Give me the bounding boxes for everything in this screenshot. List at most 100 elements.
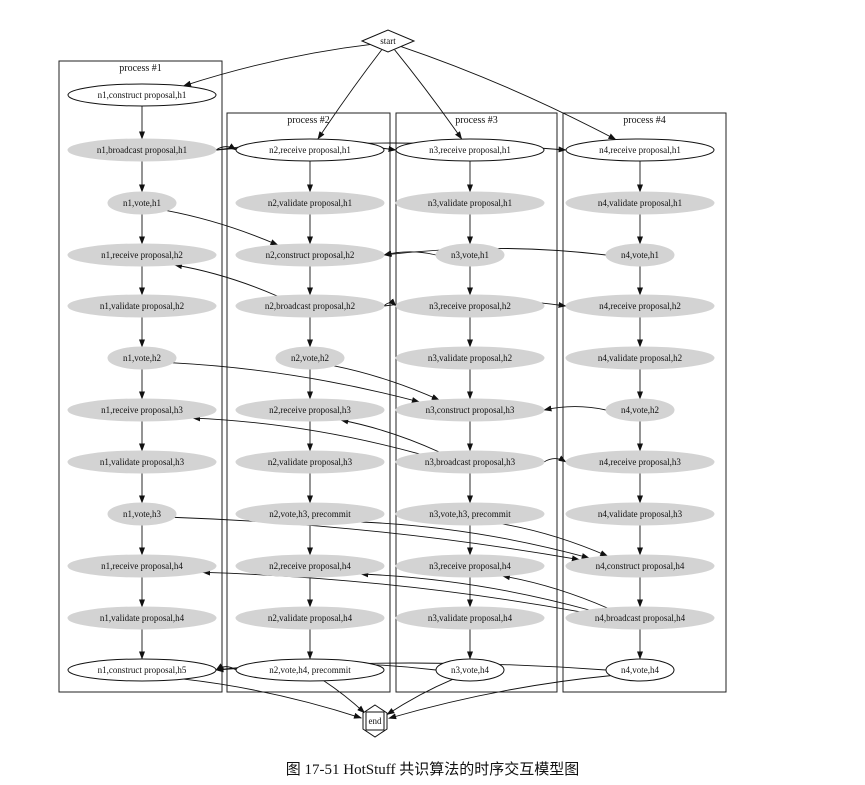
edge-n4b4-to-n2r4 <box>360 571 590 611</box>
node-n2c2: n2,construct proposal,h2 <box>235 243 385 267</box>
node-label: n3,vote,h3, precommit <box>429 509 511 519</box>
edge-n4b4-to-n3r4 <box>501 574 608 609</box>
cluster-label: process #1 <box>119 63 162 74</box>
node-n1c1: n1,construct proposal,h1 <box>67 83 217 107</box>
node-label: n4,validate proposal,h1 <box>598 198 682 208</box>
node-label: n4,validate proposal,h3 <box>598 509 683 519</box>
node-n4val2: n4,validate proposal,h2 <box>565 346 715 370</box>
node-ellipse <box>235 138 385 162</box>
node-ellipse <box>235 191 385 215</box>
node-n3c3: n3,construct proposal,h3 <box>395 398 545 422</box>
node-n2r1: n2,receive proposal,h1 <box>235 138 385 162</box>
node-label: n1,construct proposal,h5 <box>98 665 187 675</box>
node-ellipse <box>565 138 715 162</box>
edge-n4v2-to-n3c3 <box>543 405 607 412</box>
node-n4v1: n4,vote,h1 <box>605 243 675 267</box>
node-ellipse <box>235 658 385 682</box>
edge-start-to-n3r1 <box>394 49 463 140</box>
cluster-p3: process #3 <box>395 112 558 693</box>
node-label: n2,vote,h2 <box>291 353 329 363</box>
node-label: n1,validate proposal,h3 <box>100 457 185 467</box>
node-label: n3,validate proposal,h1 <box>428 198 512 208</box>
edge-start-to-n4r1 <box>399 45 617 140</box>
node-ellipse <box>67 658 217 682</box>
node-n4c4: n4,construct proposal,h4 <box>565 554 715 578</box>
node-ellipse <box>107 502 177 526</box>
node-n1r2: n1,receive proposal,h2 <box>67 243 217 267</box>
node-n2val4: n2,validate proposal,h4 <box>235 606 385 630</box>
start-diamond <box>360 29 416 53</box>
edge-n2v4-to-end <box>323 680 366 714</box>
node-n3val1: n3,validate proposal,h1 <box>395 191 545 215</box>
node-label: n1,construct proposal,h1 <box>98 90 187 100</box>
node-n4val3: n4,validate proposal,h3 <box>565 502 715 526</box>
edge-n1v1-to-n2c2 <box>166 210 279 246</box>
cluster-box <box>562 112 727 693</box>
node-n1v3: n1,vote,h3 <box>107 502 177 526</box>
node-label: n2,broadcast proposal,h2 <box>265 301 355 311</box>
edge-n2b2-to-n3r2 <box>383 298 397 307</box>
node-ellipse <box>565 502 715 526</box>
node-n1v1: n1,vote,h1 <box>107 191 177 215</box>
node-n1val2: n1,validate proposal,h2 <box>67 294 217 318</box>
node-ellipse <box>67 398 217 422</box>
cluster-label: process #2 <box>287 115 330 126</box>
node-ellipse <box>395 450 545 474</box>
node-n4r2: n4,receive proposal,h2 <box>565 294 715 318</box>
node-ellipse <box>235 606 385 630</box>
node-n3r1: n3,receive proposal,h1 <box>395 138 545 162</box>
node-ellipse <box>395 554 545 578</box>
cluster-box <box>226 112 391 693</box>
node-label: n1,vote,h1 <box>123 198 161 208</box>
node-ellipse <box>235 398 385 422</box>
node-n4b4: n4,broadcast proposal,h4 <box>565 606 715 630</box>
cluster-box <box>58 60 223 693</box>
node-label: n2,construct proposal,h2 <box>266 250 355 260</box>
node-n1v2: n1,vote,h2 <box>107 346 177 370</box>
node-n1val3: n1,validate proposal,h3 <box>67 450 217 474</box>
node-ellipse <box>395 398 545 422</box>
node-label: n4,vote,h4 <box>621 665 659 675</box>
edge-layer <box>139 43 643 720</box>
node-label: n3,validate proposal,h2 <box>428 353 512 363</box>
node-n3v3: n3,vote,h3, precommit <box>395 502 545 526</box>
edge-n4v4-to-end <box>388 675 611 720</box>
cluster-box <box>395 112 558 693</box>
node-label: n4,broadcast proposal,h4 <box>595 613 686 623</box>
node-n1val4: n1,validate proposal,h4 <box>67 606 217 630</box>
node-label: n3,construct proposal,h3 <box>426 405 515 415</box>
edge-n4b4-to-n1r4 <box>202 569 580 613</box>
node-ellipse <box>565 191 715 215</box>
node-label: n1,vote,h2 <box>123 353 161 363</box>
edge-n2v2-to-n3c3 <box>333 365 440 401</box>
node-label: n4,receive proposal,h2 <box>599 301 681 311</box>
node-ellipse <box>67 606 217 630</box>
edge-n3v4-to-end <box>386 679 453 716</box>
node-end: end <box>362 704 388 738</box>
node-n3val4: n3,validate proposal,h4 <box>395 606 545 630</box>
node-n2v3: n2,vote,h3, precommit <box>235 502 385 526</box>
node-label: n2,vote,h3, precommit <box>269 509 351 519</box>
node-label: n4,receive proposal,h1 <box>599 145 681 155</box>
node-ellipse <box>235 450 385 474</box>
node-label: n2,validate proposal,h4 <box>268 613 353 623</box>
node-n4r3: n4,receive proposal,h3 <box>565 450 715 474</box>
node-label: n2,receive proposal,h1 <box>269 145 351 155</box>
node-ellipse <box>565 294 715 318</box>
node-ellipse <box>605 243 675 267</box>
node-start: start <box>360 29 416 53</box>
node-n1c5: n1,construct proposal,h5 <box>67 658 217 682</box>
figure-caption: 图 17-51 HotStuff 共识算法的时序交互模型图 <box>285 762 580 778</box>
node-label: n2,validate proposal,h3 <box>268 457 353 467</box>
node-label: n1,vote,h3 <box>123 509 161 519</box>
node-ellipse <box>275 346 345 370</box>
node-ellipse <box>395 606 545 630</box>
node-n2val1: n2,validate proposal,h1 <box>235 191 385 215</box>
node-n3val2: n3,validate proposal,h2 <box>395 346 545 370</box>
node-ellipse <box>235 502 385 526</box>
node-label: n4,vote,h1 <box>621 250 659 260</box>
node-label: n3,receive proposal,h1 <box>429 145 511 155</box>
node-ellipse <box>107 191 177 215</box>
cluster-p2: process #2 <box>226 112 391 693</box>
